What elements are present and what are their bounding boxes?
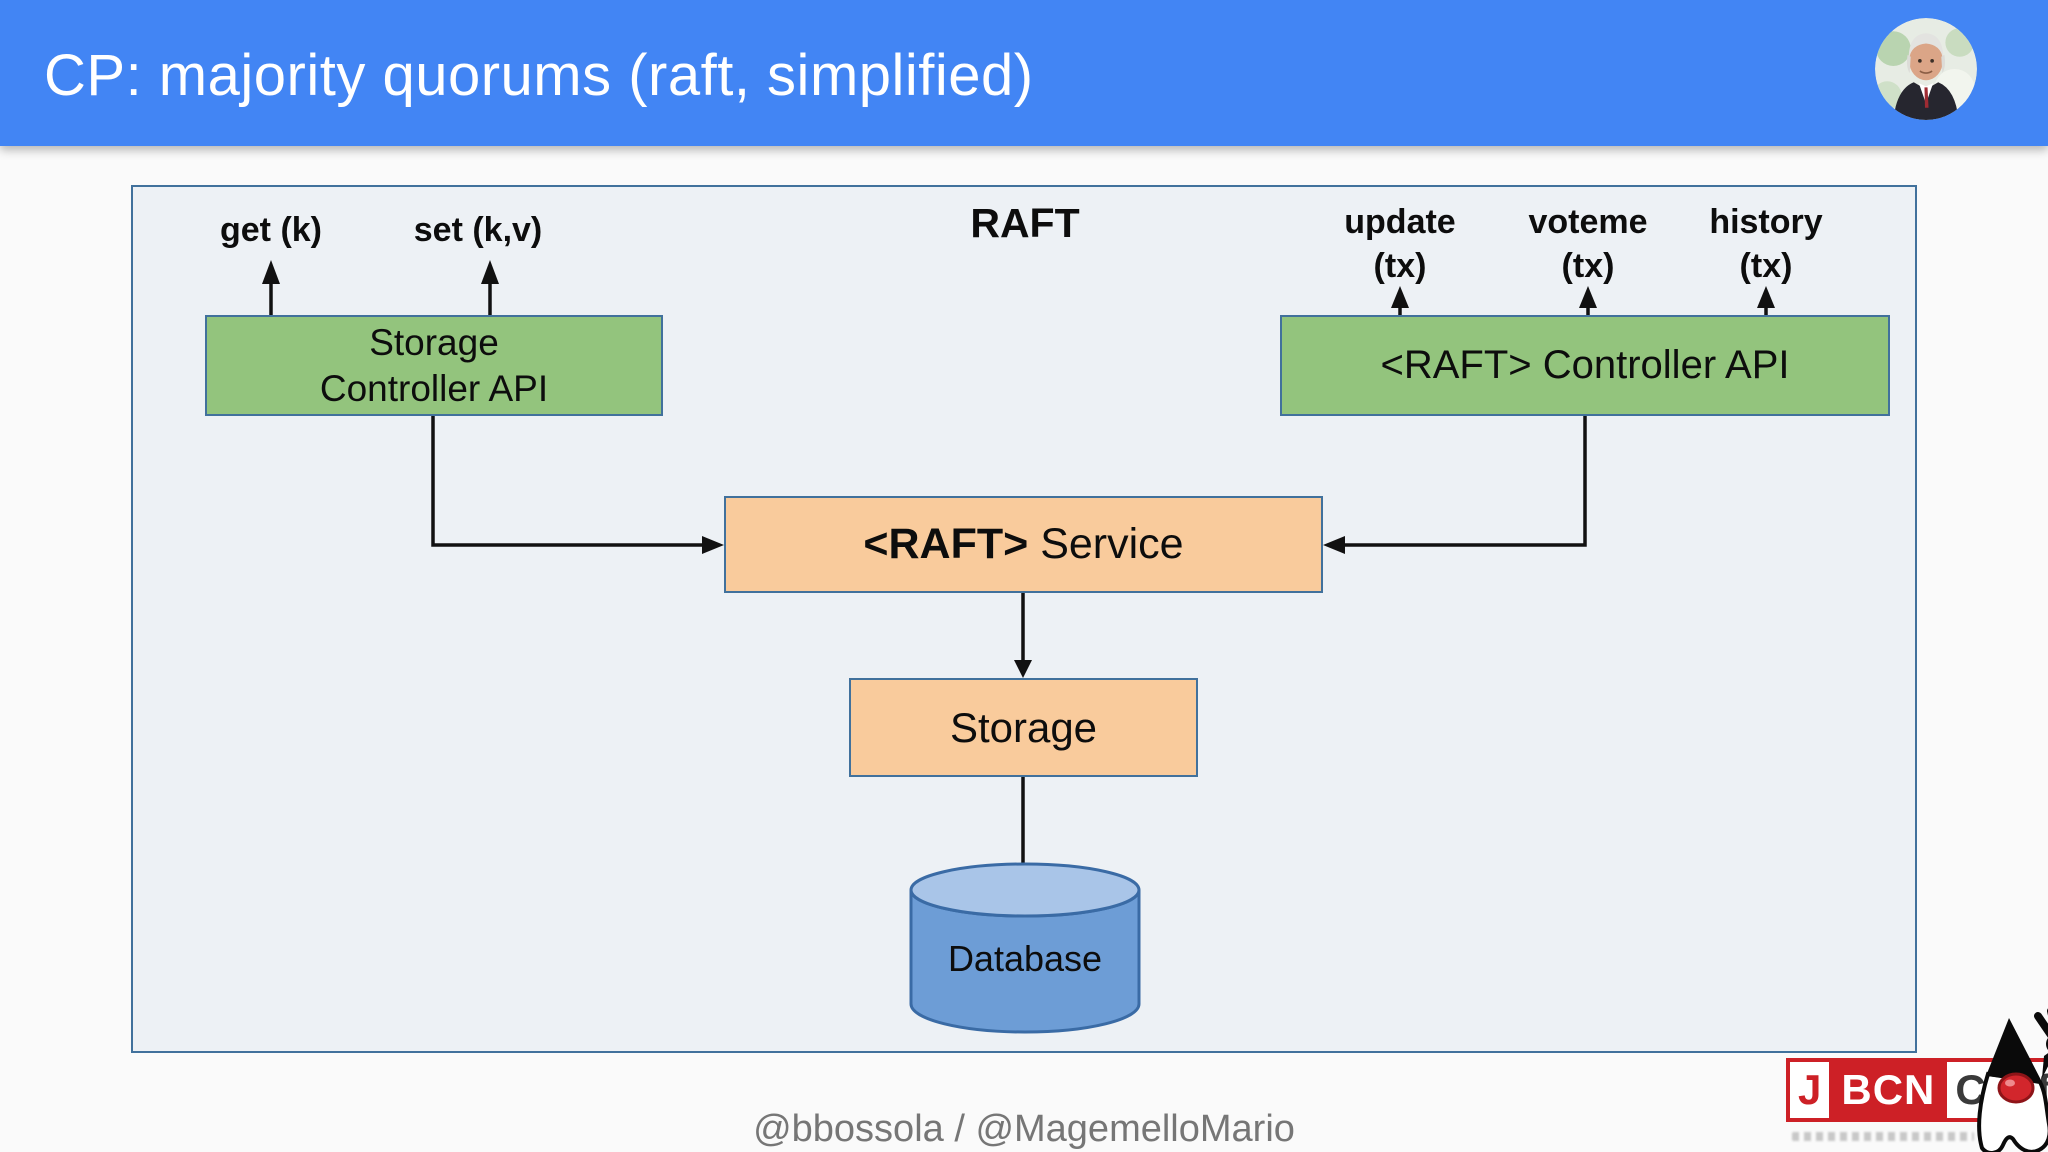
node-label: Storage bbox=[949, 703, 1098, 751]
page-title: CP: majority quorums (raft, simplified) bbox=[44, 43, 1034, 108]
avatar-photo-icon bbox=[1875, 18, 1977, 120]
node-label-service: Service bbox=[1028, 520, 1184, 568]
call-label-update: update (tx) bbox=[1290, 200, 1510, 288]
node-raft-controller-api: <RAFT> Controller API bbox=[1280, 315, 1890, 416]
node-storage-controller-api: Storage Controller API bbox=[205, 315, 663, 416]
call-name: voteme bbox=[1528, 203, 1648, 241]
call-label-voteme: voteme (tx) bbox=[1478, 200, 1698, 288]
node-label-line2: Controller API bbox=[319, 367, 549, 409]
database-cylinder-icon bbox=[909, 862, 1141, 1034]
logo-bcn: BCN bbox=[1833, 1062, 1944, 1118]
node-storage: Storage bbox=[849, 678, 1198, 777]
call-arg: (tx) bbox=[1373, 247, 1427, 285]
speaker-avatar bbox=[1875, 18, 1977, 120]
call-name: history bbox=[1709, 203, 1823, 241]
duke-mascot-icon bbox=[1977, 1008, 2048, 1152]
node-label-line1: Storage bbox=[369, 322, 499, 364]
title-bar: CP: majority quorums (raft, simplified) bbox=[0, 0, 2048, 146]
node-raft-service: <RAFT> Service bbox=[724, 496, 1323, 593]
node-label-raft: <RAFT> bbox=[863, 520, 1029, 568]
call-label-get: get (k) bbox=[220, 211, 322, 249]
logo-j: J bbox=[1790, 1062, 1830, 1118]
call-arg: (tx) bbox=[1561, 247, 1615, 285]
call-arg: (tx) bbox=[1739, 247, 1793, 285]
call-label-set: set (k,v) bbox=[413, 211, 543, 249]
call-label-history: history (tx) bbox=[1656, 200, 1876, 288]
node-database-label: Database bbox=[947, 938, 1103, 979]
call-name: update bbox=[1344, 203, 1456, 241]
node-label: <RAFT> Controller API bbox=[1380, 343, 1790, 387]
logo-tagline bbox=[1792, 1132, 1974, 1141]
speaker-handles: @bbossola / @MagemelloMario bbox=[753, 1108, 1295, 1150]
raft-section-label: RAFT bbox=[970, 200, 1080, 246]
